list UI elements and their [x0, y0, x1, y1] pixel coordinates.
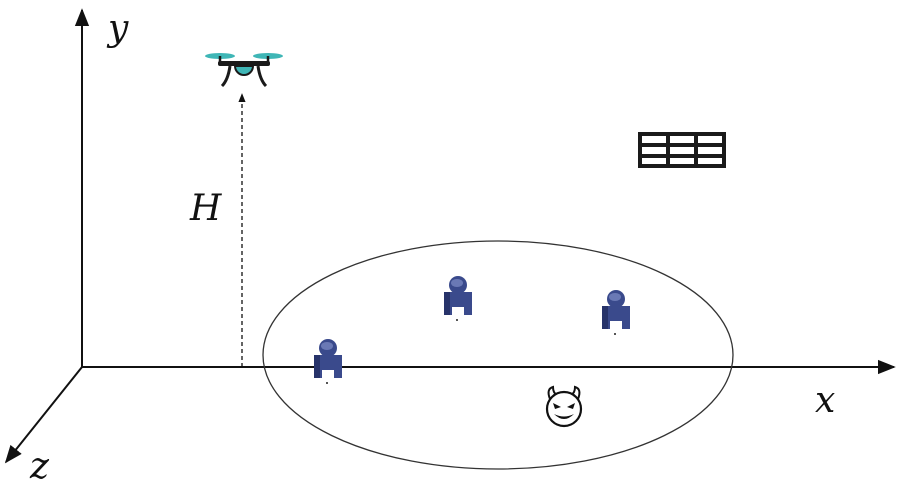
user-icon	[444, 276, 472, 321]
z-axis-label: z	[29, 446, 50, 487]
user-icon	[314, 339, 342, 384]
z-axis	[4, 366, 83, 464]
drone-icon	[205, 53, 283, 88]
height-label: H	[189, 188, 222, 229]
user-icon	[602, 290, 630, 335]
coverage-ellipse	[262, 240, 734, 470]
devil-face-icon	[545, 385, 583, 428]
ris-panel-icon	[638, 132, 726, 168]
x-axis-label: x	[815, 380, 835, 421]
y-axis-label: y	[106, 8, 129, 49]
